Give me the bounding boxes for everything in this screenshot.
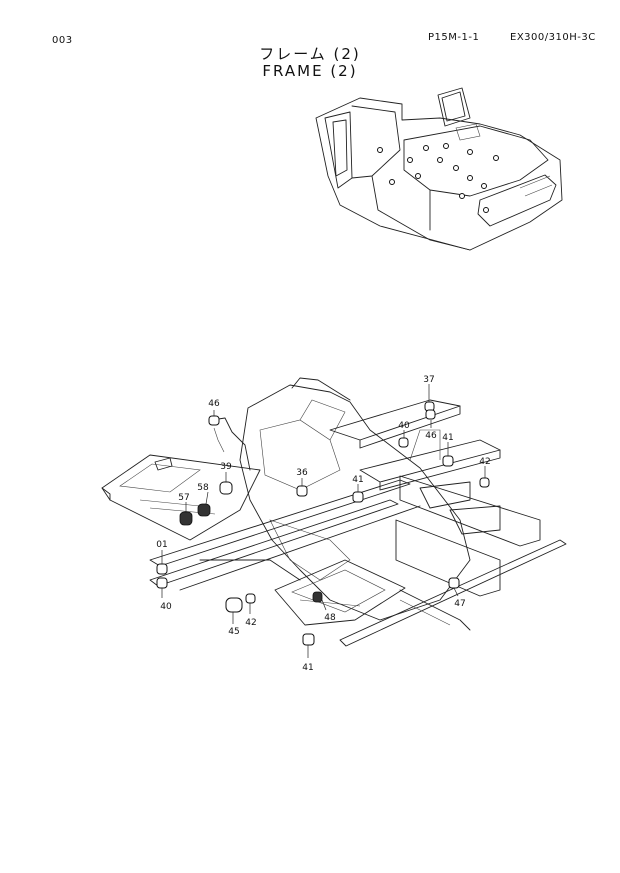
- part-label: 48: [324, 613, 336, 623]
- model-code: EX300/310H-3C: [510, 32, 596, 43]
- part-label: 01: [156, 540, 167, 550]
- part-label: 42: [479, 457, 490, 467]
- reference-code: P15M-1-1: [428, 32, 480, 43]
- title-japanese: フレーム (2): [259, 45, 361, 63]
- part-label: 37: [423, 375, 434, 385]
- part-label: 46: [425, 431, 437, 441]
- part-label: 57: [178, 493, 189, 503]
- part-label: 58: [197, 483, 209, 493]
- title-english: FRAME (2): [262, 62, 358, 80]
- part-label: 41: [442, 433, 453, 443]
- part-labels: 37 46 46 40 41 42 39 58 57 36 41 01 40 4…: [156, 375, 490, 673]
- part-label: 41: [352, 475, 363, 485]
- main-frame-drawing: [101, 377, 567, 647]
- part-label: 42: [245, 618, 256, 628]
- overview-machine-drawing: [315, 87, 563, 251]
- part-label: 41: [302, 663, 313, 673]
- page-number: 003: [52, 35, 73, 46]
- part-markers: [156, 384, 490, 658]
- part-label: 39: [220, 462, 232, 472]
- part-label: 40: [160, 602, 172, 612]
- part-label: 40: [398, 421, 410, 431]
- part-label: 45: [228, 627, 239, 637]
- part-label: 46: [208, 399, 220, 409]
- part-label: 36: [296, 468, 308, 478]
- part-46-marker: [425, 409, 436, 420]
- part-label: 47: [454, 599, 465, 609]
